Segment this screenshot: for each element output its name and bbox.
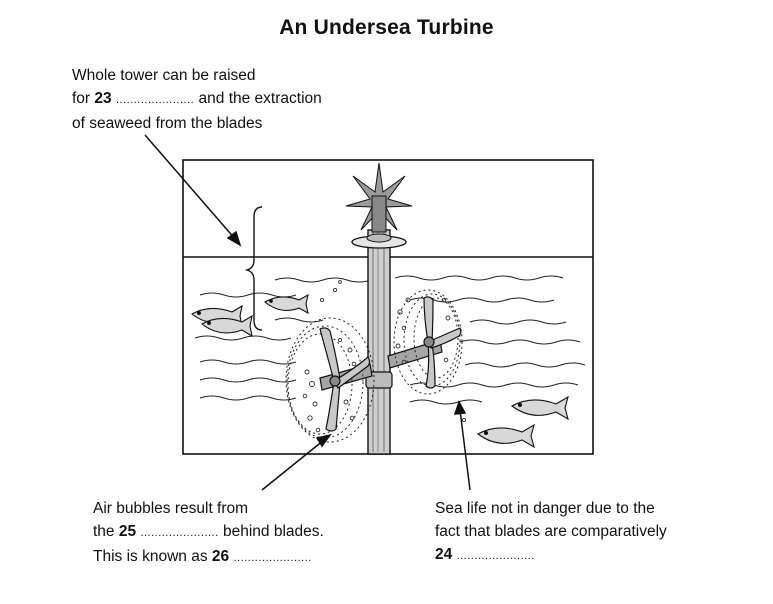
- fish: [201, 314, 253, 338]
- water-waves: [194, 275, 586, 405]
- label-text: This is known as: [93, 548, 208, 565]
- answer-blank-23: ......................: [115, 94, 195, 106]
- fish: [476, 423, 535, 449]
- label-air-bubbles: Air bubbles result from the 25 .........…: [93, 497, 324, 570]
- question-number-23: 23: [94, 90, 112, 107]
- left-rotor-blades: [319, 327, 371, 432]
- fish: [264, 293, 309, 315]
- label-text: behind blades.: [223, 523, 324, 540]
- label-line: This is known as 26 ....................…: [93, 545, 324, 570]
- question-number-24: 24: [435, 546, 453, 563]
- arrow-bottom-left: [261, 439, 325, 491]
- label-line: Whole tower can be raised: [72, 67, 256, 84]
- label-line: for 23 ...................... and the ex…: [72, 87, 322, 112]
- question-number-25: 25: [118, 523, 137, 540]
- turbine-tower: [351, 229, 407, 455]
- arrow-top: [144, 134, 237, 241]
- answer-blank-26: ......................: [233, 552, 312, 564]
- diagram-title: An Undersea Turbine: [279, 16, 494, 39]
- height-brace: [244, 206, 263, 331]
- label-line: of seaweed from the blades: [72, 115, 263, 132]
- label-sea-life: Sea life not in danger due to the fact t…: [435, 497, 667, 568]
- answer-blank-24: ......................: [456, 550, 535, 562]
- label-text: the: [93, 523, 115, 540]
- pointer-arrows: [144, 134, 471, 491]
- label-line: 24 ......................: [435, 543, 667, 568]
- answer-blank-25: ......................: [140, 527, 219, 539]
- label-tower-raised: Whole tower can be raised for 23 .......…: [72, 64, 322, 135]
- right-rotor-blades: [423, 296, 462, 389]
- fish: [510, 395, 569, 421]
- left-rotor-disc: [285, 317, 375, 443]
- tower-top-starburst: [345, 162, 413, 233]
- label-line: Sea life not in danger due to the: [435, 500, 655, 517]
- label-line: Air bubbles result from: [93, 500, 249, 517]
- question-number-26: 26: [211, 548, 230, 565]
- label-line: fact that blades are comparatively: [435, 523, 667, 540]
- fish-group: [191, 293, 569, 449]
- arrow-bottom-right: [459, 409, 471, 491]
- label-line: the 25 ...................... behind bla…: [93, 520, 324, 545]
- label-text: for: [72, 90, 91, 107]
- right-rotor-disc: [393, 289, 463, 395]
- label-text: and the extraction: [198, 90, 322, 107]
